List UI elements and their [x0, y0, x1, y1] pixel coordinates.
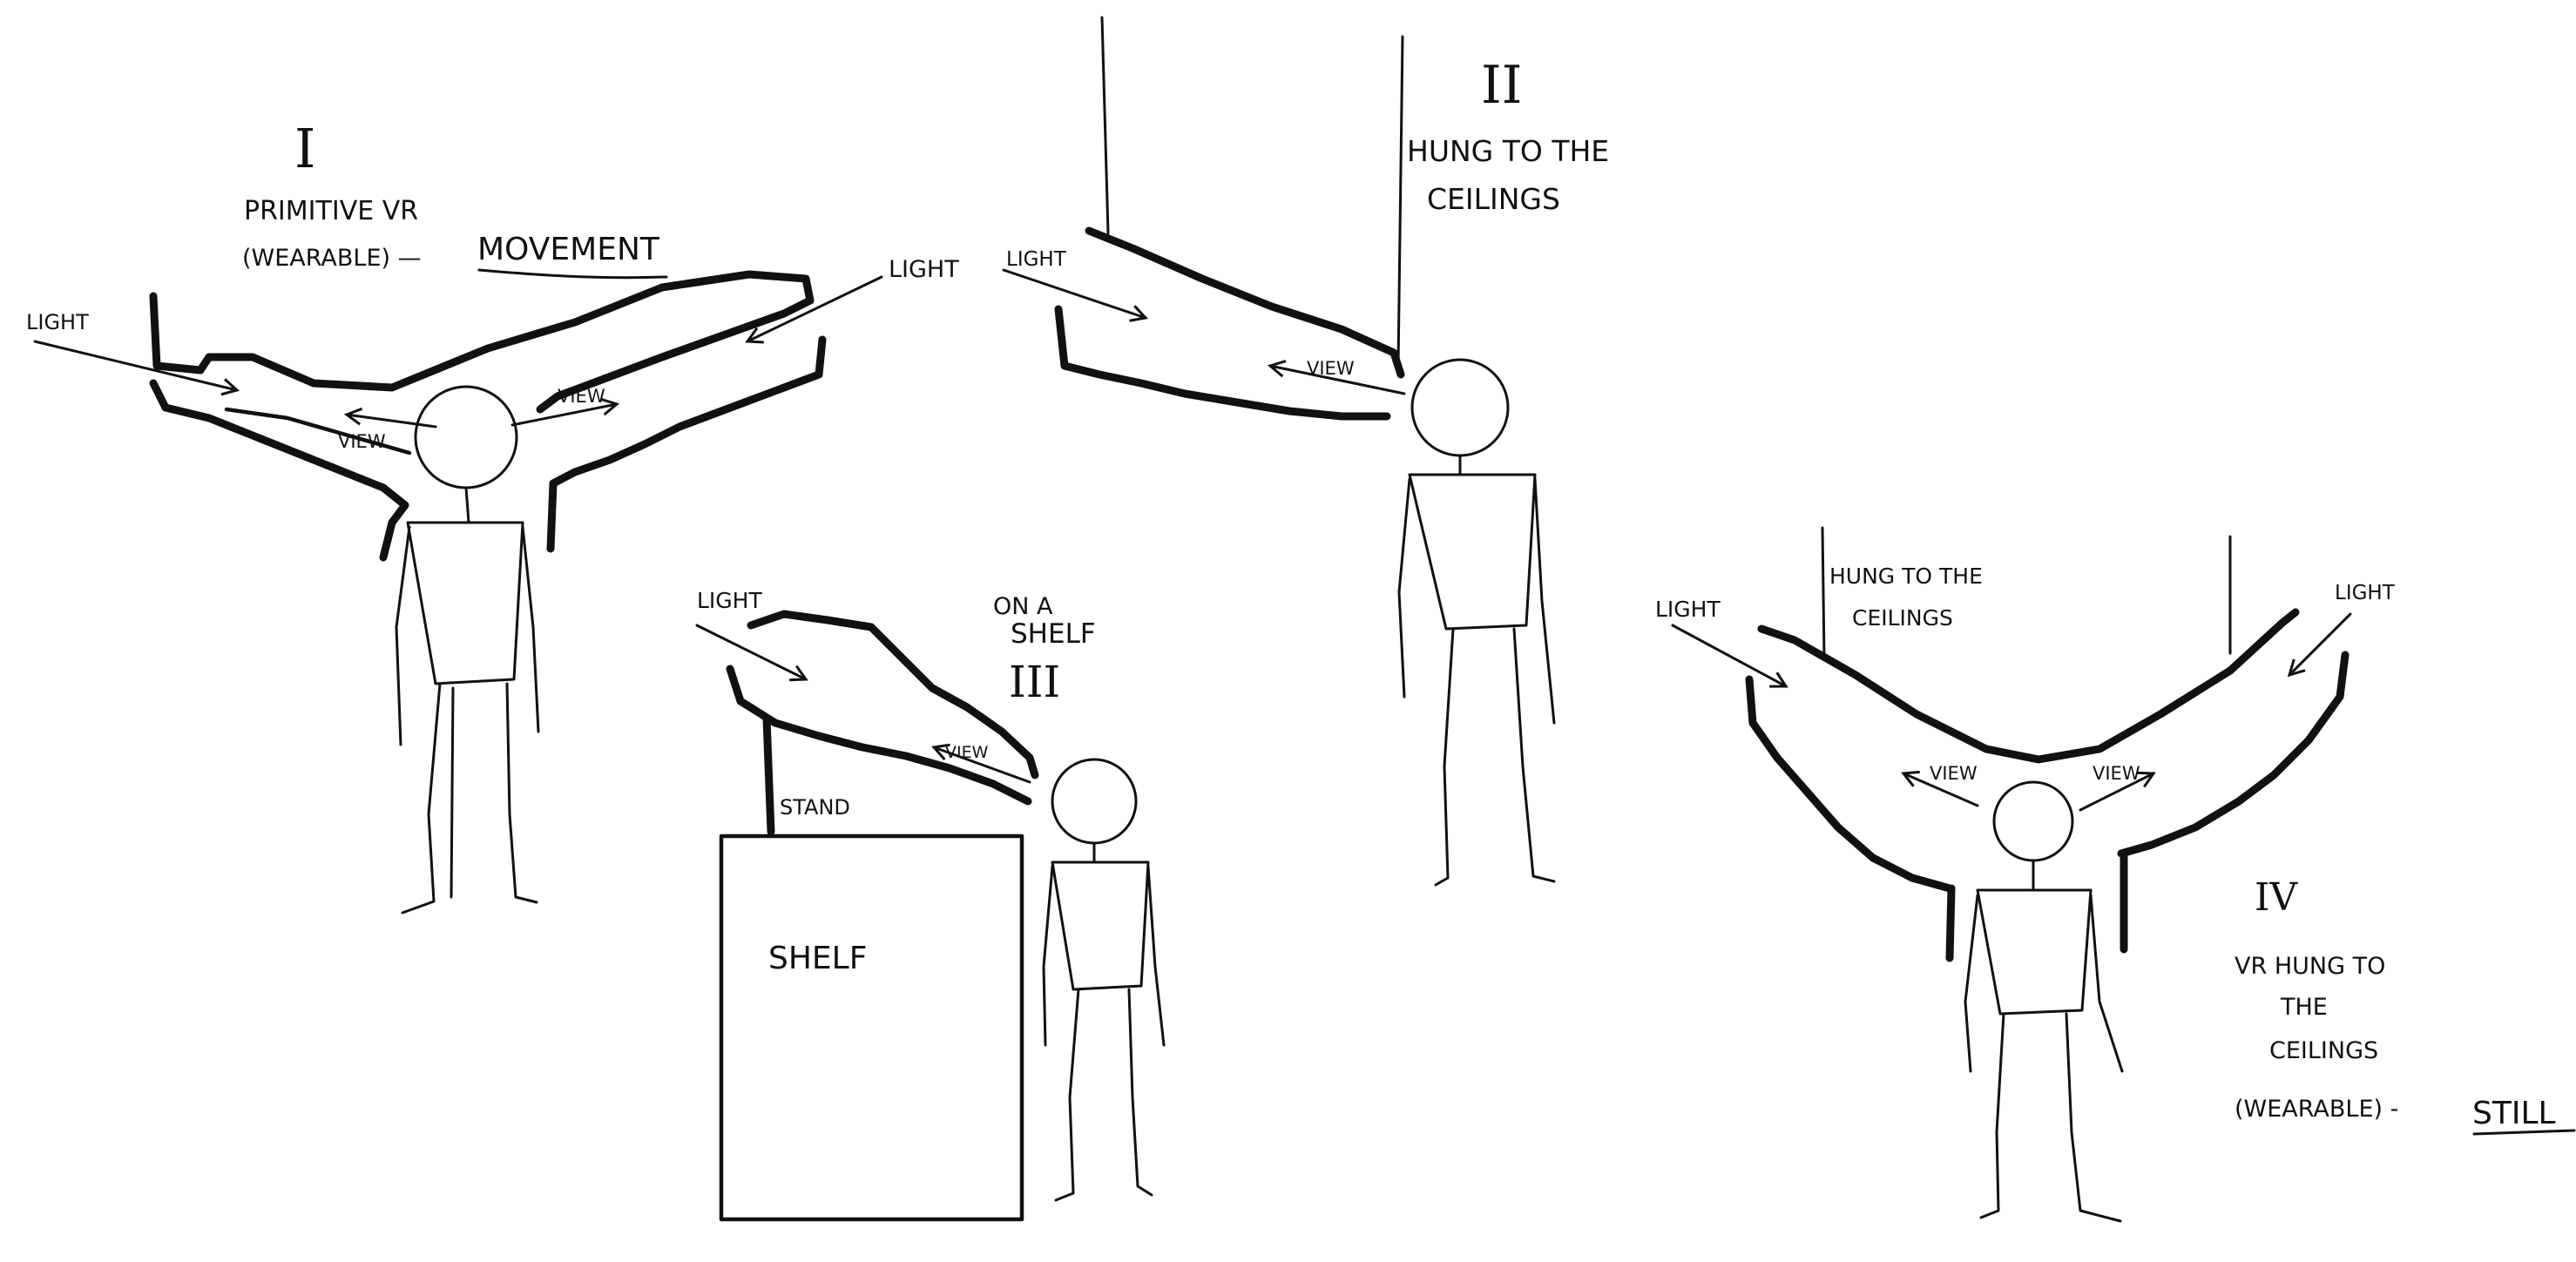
sketch-one-view-right-arrow: [512, 404, 617, 425]
sketch-one-view-right-label: VIEW: [558, 386, 605, 407]
sketch-four-hung-line2: CEILINGS: [1852, 605, 1953, 631]
sketch-one: I PRIMITIVE VR (WEARABLE) — MOVEMENT LIG…: [26, 117, 959, 913]
sketch-four-view-right-label: VIEW: [2093, 763, 2140, 784]
sketch-four-hung-line1: HUNG TO THE: [1829, 564, 1983, 589]
sketch-four: HUNG TO THE CEILINGS LIGHT LIGHT VIEW VI…: [1655, 528, 2574, 1221]
sketch-four-ceiling-cord-left: [1822, 528, 1824, 658]
sketch-four-caption-line2: THE: [2280, 994, 2328, 1021]
sketch-three: ON A SHELF III STAND SHELF LIGHT VIEW: [697, 588, 1164, 1219]
sketch-two-hanging-device: [1058, 231, 1401, 416]
sketch-three-stand-label: STAND: [780, 795, 850, 820]
sketch-two-caption-line1: HUNG TO THE: [1407, 134, 1609, 168]
sketch-one-figure: [396, 387, 538, 913]
sketch-two-ceiling-cord-right: [1398, 37, 1403, 366]
sketch-four-caption-line3: CEILINGS: [2269, 1037, 2378, 1064]
sketch-four-caption-line4: (WEARABLE) -: [2235, 1096, 2398, 1123]
sketch-four-caption-still: STILL: [2472, 1096, 2556, 1131]
sketch-three-figure: [1044, 759, 1164, 1200]
movement-underline: [479, 270, 666, 278]
sketch-two-figure: [1399, 360, 1554, 885]
sketch-three-device: [730, 614, 1035, 801]
sketch-three-light-label: LIGHT: [697, 588, 762, 613]
sketch-four-caption-line1: VR HUNG TO: [2235, 953, 2385, 980]
sketch-four-numeral: IV: [2255, 875, 2298, 920]
sketch-two-numeral: II: [1481, 55, 1522, 116]
sketch-one-view-left-arrow: [347, 415, 436, 427]
sketch-one-wing-device: [153, 274, 822, 557]
sketch-three-caption-line2: SHELF: [1011, 618, 1096, 650]
sketch-one-caption-movement: MOVEMENT: [477, 232, 660, 267]
sketch-one-caption-line1: PRIMITIVE VR: [244, 196, 418, 226]
sketch-three-caption-line1: ON A: [993, 593, 1053, 620]
sketch-one-light-right-arrow: [747, 277, 882, 341]
sketch-four-figure: [1965, 782, 2122, 1221]
sketch-four-light-left-label: LIGHT: [1655, 597, 1721, 622]
sketch-two-caption-line2: CEILINGS: [1427, 182, 1560, 216]
sketch-four-light-right-label: LIGHT: [2335, 582, 2396, 604]
sketch-one-light-left-label: LIGHT: [26, 310, 89, 334]
sketch-one-caption-line2: (WEARABLE) —: [242, 245, 422, 272]
sketch-two-light-label: LIGHT: [1006, 248, 1067, 271]
sketch-three-numeral: III: [1009, 657, 1060, 707]
sketch-four-view-left-label: VIEW: [1930, 763, 1978, 784]
sketch-two-light-arrow: [1004, 270, 1146, 318]
sketch-three-shelf-box: [721, 836, 1022, 1219]
sketch-two-ceiling-cord-left: [1102, 17, 1108, 233]
sketch-one-light-right-label: LIGHT: [889, 256, 959, 283]
sketch-one-view-left-label: VIEW: [338, 431, 386, 452]
sketch-one-numeral: I: [294, 117, 316, 180]
sketch-three-stand-post: [767, 719, 771, 832]
sketch-three-light-arrow: [697, 625, 806, 679]
sketch-two: II HUNG TO THE CEILINGS LIGHT VIEW: [1004, 17, 1609, 885]
sketch-three-shelf-label: SHELF: [768, 941, 867, 976]
